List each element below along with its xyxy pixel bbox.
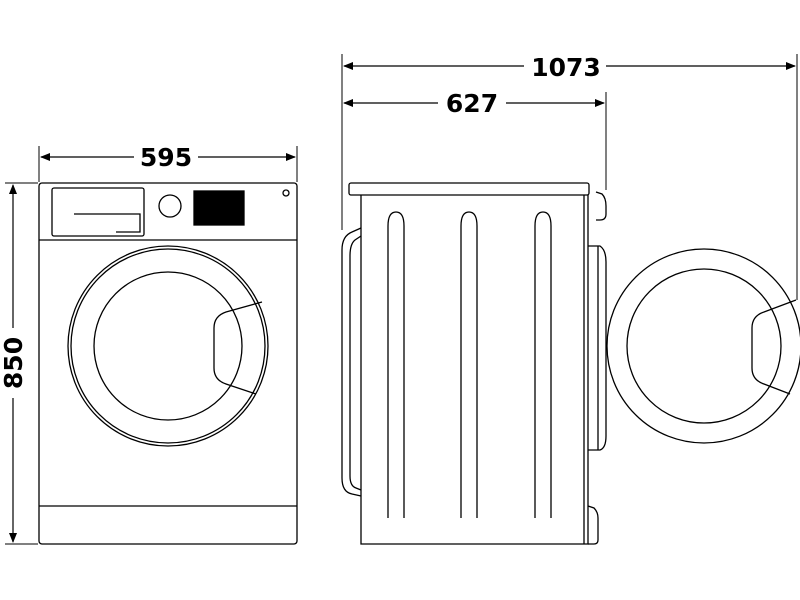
open-door-glass <box>626 268 782 424</box>
side-rib-2 <box>460 211 478 518</box>
side-rib-3 <box>534 211 552 518</box>
depth-label: 627 <box>446 89 498 118</box>
side-top-lid <box>348 182 590 196</box>
dimension-height: 850 <box>0 184 28 543</box>
dimension-width: 595 <box>40 143 296 172</box>
door-outer-ring <box>67 245 269 447</box>
open-door-handle <box>751 299 797 395</box>
door-glass <box>93 271 243 421</box>
side-knob-profile <box>595 191 607 221</box>
dimension-lines <box>5 54 798 545</box>
detergent-drawer <box>51 187 145 237</box>
side-body <box>360 195 589 545</box>
display-panel <box>193 190 245 226</box>
door-bezel <box>70 248 266 444</box>
open-door-outer-ring <box>606 248 800 444</box>
door-handle <box>213 301 263 395</box>
side-view <box>341 182 607 545</box>
program-knob <box>158 194 182 218</box>
front-body <box>38 182 298 545</box>
side-lower-front <box>587 505 599 545</box>
open-door <box>606 248 800 444</box>
dimension-depth: 627 <box>343 89 605 118</box>
front-view <box>38 182 298 545</box>
side-rear-bulge-inner <box>349 235 362 491</box>
side-door-profile <box>588 245 607 451</box>
dimension-depth-door-open: 1073 <box>343 53 796 82</box>
depth-door-open-label: 1073 <box>531 53 601 82</box>
drawer-handle <box>74 213 141 233</box>
power-button-icon <box>282 189 290 197</box>
side-rib-1 <box>387 211 405 518</box>
side-rear-bulge <box>341 227 362 497</box>
width-label: 595 <box>140 143 192 172</box>
height-label: 850 <box>0 337 28 389</box>
